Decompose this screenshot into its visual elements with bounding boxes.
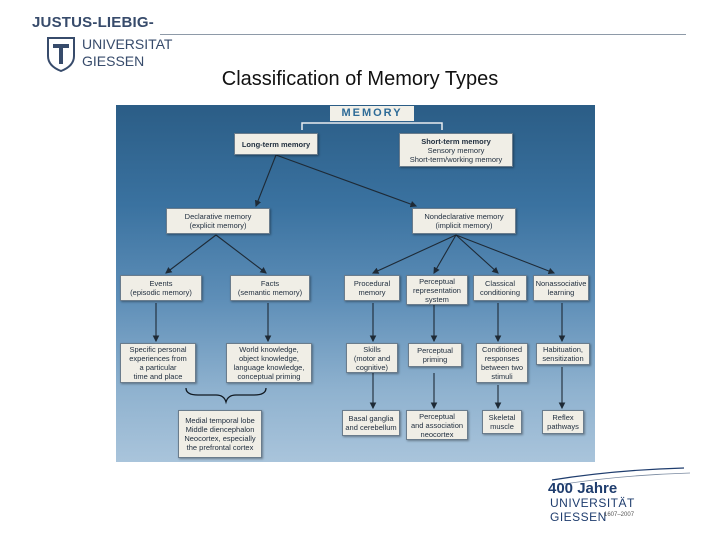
nonassociative-learning-node: Nonassociative learning — [533, 275, 589, 301]
events-line1: Events — [149, 279, 173, 288]
perceptual-line3: system — [425, 294, 449, 304]
conditioned-line3: between two — [480, 363, 524, 372]
short-term-line2: Short-term/working memory — [409, 154, 503, 164]
university-name-line2: GIESSEN — [82, 53, 145, 69]
page-title: Classification of Memory Types — [221, 68, 499, 90]
events-node: Events (episodic memory) — [120, 275, 202, 301]
habituation-line2: sensitization — [542, 354, 584, 363]
basal-line1: Basal ganglia — [348, 414, 394, 423]
anniversary-logo: 400 Jahre UNIVERSITÄT GIESSEN 1607–2007 — [544, 466, 694, 526]
nonassociative-line2: learning — [547, 288, 575, 297]
skills-line2: (motor and — [353, 353, 391, 363]
anniversary-years: 1607–2007 — [604, 512, 635, 518]
facts-line1: Facts — [260, 279, 280, 288]
perceptual-representation-node: Perceptual representation system — [406, 275, 468, 305]
short-term-line1: Sensory memory — [427, 145, 485, 155]
basal-ganglia-node: Basal ganglia and cerebellum — [342, 410, 400, 436]
perceptual-line2: representation — [413, 285, 461, 295]
declarative-memory-node: Declarative memory (explicit memory) — [166, 208, 270, 234]
university-shield-icon — [47, 37, 75, 72]
diagram-connectors — [152, 122, 566, 410]
anniversary-label: 400 Jahre — [548, 480, 618, 497]
reflex-line2: pathways — [547, 422, 579, 431]
long-term-memory-node: Long-term memory — [234, 133, 318, 155]
reflex-pathways-node: Reflex pathways — [542, 410, 584, 434]
perceptual-assoc-line3: neocortex — [420, 429, 454, 439]
skeletal-line1: Skeletal — [488, 413, 516, 422]
procedural-memory-node: Procedural memory — [344, 275, 400, 301]
conditioned-responses-node: Conditioned responses between two stimul… — [476, 343, 528, 383]
perceptual-priming-line1: Perceptual — [417, 346, 453, 355]
medial-line1: Medial temporal lobe — [185, 416, 255, 425]
short-term-memory-node: Short-term memory Sensory memory Short-t… — [399, 133, 513, 167]
medial-temporal-lobe-node: Medial temporal lobe Middle diencephalon… — [178, 410, 262, 458]
facts-node: Facts (semantic memory) — [230, 275, 310, 301]
specific-line1: Specific personal — [129, 345, 187, 354]
nonassociative-line1: Nonassociative — [535, 279, 587, 288]
anniversary-swoosh-icon — [551, 467, 691, 485]
world-line1: World knowledge, — [239, 345, 299, 354]
perceptual-assoc-line1: Perceptual — [419, 411, 455, 421]
declarative-line1: Declarative memory — [184, 212, 252, 221]
skills-node: Skills (motor and cognitive) — [346, 343, 398, 373]
short-term-title: Short-term memory — [421, 136, 491, 146]
perceptual-line1: Perceptual — [419, 276, 455, 286]
skeletal-line2: muscle — [490, 422, 514, 431]
facts-line2: (semantic memory) — [237, 288, 303, 297]
university-name-top: JUSTUS-LIEBIG- — [32, 14, 154, 31]
medial-line3: Neocortex, especially — [184, 434, 256, 443]
memory-root-label: MEMORY — [330, 106, 414, 121]
skills-line1: Skills — [363, 344, 381, 354]
conditioned-line1: Conditioned — [481, 345, 523, 354]
specific-experiences-node: Specific personal experiences from a par… — [120, 343, 196, 383]
skills-line3: cognitive) — [355, 362, 389, 372]
habituation-node: Habituation, sensitization — [536, 343, 590, 365]
specific-line3: a particular — [139, 363, 177, 372]
medial-line4: the prefrontal cortex — [186, 443, 254, 452]
world-knowledge-node: World knowledge, object knowledge, langu… — [226, 343, 312, 383]
university-logo: JUSTUS-LIEBIG- UNIVERSITAT GIESSEN — [32, 14, 202, 76]
anniversary-university: UNIVERSITÄT GIESSEN — [550, 496, 635, 524]
nondeclarative-memory-node: Nondeclarative memory (implicit memory) — [412, 208, 516, 234]
nondeclarative-line1: Nondeclarative memory — [424, 212, 504, 221]
procedural-line2: memory — [358, 288, 386, 297]
specific-line4: time and place — [133, 372, 183, 381]
perceptual-priming-node: Perceptual priming — [408, 343, 462, 367]
conditioned-line4: stimuli — [491, 372, 513, 381]
conditioned-line2: responses — [484, 354, 520, 363]
world-line3: language knowledge, — [233, 363, 305, 372]
habituation-line1: Habituation, — [542, 345, 584, 354]
world-line2: object knowledge, — [238, 354, 300, 363]
classical-line2: conditioning — [479, 288, 521, 297]
header-rule — [160, 34, 686, 35]
specific-line2: experiences from — [129, 354, 187, 363]
medial-line2: Middle diencephalon — [185, 425, 255, 434]
long-term-memory-label: Long-term memory — [241, 139, 311, 149]
reflex-line1: Reflex — [552, 413, 574, 422]
declarative-line2: (explicit memory) — [189, 221, 247, 230]
perceptual-priming-line2: priming — [422, 355, 448, 364]
skeletal-muscle-node: Skeletal muscle — [482, 410, 522, 434]
nondeclarative-line2: (implicit memory) — [435, 221, 493, 230]
classical-conditioning-node: Classical conditioning — [473, 275, 527, 301]
world-line4: conceptual priming — [237, 372, 301, 381]
procedural-line1: Procedural — [353, 279, 391, 288]
university-name-line1: UNIVERSITAT — [82, 36, 173, 52]
events-line2: (episodic memory) — [130, 288, 192, 297]
perceptual-assoc-line2: and association — [410, 420, 464, 430]
memory-diagram: MEMORY Long-term memory Short-term memor… — [116, 105, 595, 462]
classical-line1: Classical — [484, 279, 515, 288]
perceptual-association-neocortex-node: Perceptual and association neocortex — [406, 410, 468, 440]
basal-line2: and cerebellum — [345, 423, 397, 432]
